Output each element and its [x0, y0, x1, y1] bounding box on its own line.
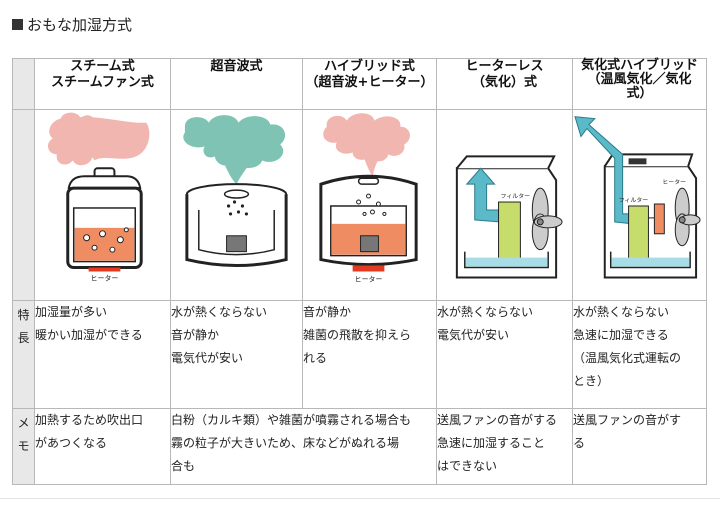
features-ultrasonic: 水が熱くならない 音が静か 電気代が安い	[170, 300, 303, 409]
memo-steam-2: があつくなる	[35, 436, 108, 450]
features-heaterless-2: 電気代が安い	[437, 328, 510, 342]
features-ultrasonic-3: 電気代が安い	[171, 351, 244, 365]
hybrid-steam-cloud	[323, 113, 410, 162]
features-steam: 加湿量が多い 暖かい加湿ができる	[34, 300, 171, 409]
header-vh-line2: （温風気化／気化	[587, 72, 692, 87]
features-vh-2: 急速に加湿できる	[573, 328, 669, 342]
steam-diagram: ヒーター	[34, 109, 171, 301]
heaterless-filter-label: フィルター	[501, 192, 531, 200]
features-steam-2: 暖かい加湿ができる	[35, 328, 143, 342]
vh-filter-label: フィルター	[619, 196, 649, 204]
features-hybrid: 音が静か 雑菌の飛散を抑えら れる	[302, 300, 437, 409]
features-ultrasonic-2: 音が静か	[171, 328, 220, 342]
features-steam-1: 加湿量が多い	[35, 305, 108, 319]
diagram-row-label	[12, 109, 35, 301]
memo-vaporization-hybrid: 送風ファンの音がす る	[572, 408, 707, 485]
header-hybrid-line2: （超音波+ヒーター）	[305, 75, 434, 90]
title-square-icon	[12, 19, 23, 30]
header-heaterless: ヒーターレス （気化）式	[436, 58, 573, 110]
memo-vh-2: る	[573, 436, 586, 450]
features-label-2: 長	[17, 331, 30, 345]
memo-steam-1: 加熱するため吹出口	[35, 413, 144, 427]
header-heaterless-line2: （気化）式	[471, 75, 537, 90]
ultrasonic-humidifier-icon	[183, 115, 288, 267]
memo-ultrasonic-hybrid: 白粉（カルキ類）や雑菌が噴霧される場合も 霧の粒子が大きいため、床などがぬれる場…	[170, 408, 437, 485]
vaporization-hybrid-diagram: ヒーター フィルター	[572, 109, 707, 301]
memo-row: メ モ 加熱するため吹出口 があつくなる 白粉（カルキ類）や雑菌が噴霧される場合…	[12, 408, 707, 485]
humidifier-comparison-table: スチーム式 スチームファン式 超音波式 ハイブリッド式 （超音波+ヒーター） ヒ…	[12, 58, 707, 485]
features-label-1: 特	[17, 308, 30, 322]
header-corner	[12, 58, 35, 110]
features-label: 特 長	[12, 300, 35, 409]
steam-heater-label: ヒーター	[91, 273, 119, 282]
page-title: おもな加湿方式	[12, 14, 132, 35]
hybrid-humidifier-icon: ヒーター	[319, 113, 418, 283]
memo-label-2: モ	[17, 439, 30, 453]
bottom-divider	[0, 498, 720, 499]
header-vaporization-hybrid: 気化式ハイブリッド （温風気化／気化 式）	[572, 58, 707, 110]
memo-label-1: メ	[17, 416, 30, 430]
memo-heaterless-3: はできない	[437, 459, 498, 473]
header-vh-line1: 気化式ハイブリッド	[581, 58, 698, 73]
memo-label: メ モ	[12, 408, 35, 485]
header-row: スチーム式 スチームファン式 超音波式 ハイブリッド式 （超音波+ヒーター） ヒ…	[12, 58, 707, 110]
vaporization-hybrid-humidifier-icon: ヒーター フィルター	[574, 116, 701, 279]
header-steam: スチーム式 スチームファン式	[34, 58, 171, 110]
heaterless-humidifier-icon: フィルター	[455, 155, 563, 279]
header-vh-line3: 式）	[626, 86, 653, 101]
features-vh-1: 水が熱くならない	[573, 305, 670, 319]
features-vh-4: とき）	[573, 374, 610, 388]
hybrid-diagram: ヒーター	[302, 109, 437, 301]
header-steam-line2: スチームファン式	[51, 75, 154, 90]
vh-heater-label: ヒーター	[662, 178, 686, 186]
memo-ultrasonic-1: 白粉（カルキ類）や雑菌が噴霧される場合も	[171, 413, 412, 427]
features-vaporization-hybrid: 水が熱くならない 急速に加湿できる （温風気化式運転の とき）	[572, 300, 707, 409]
header-ultrasonic: 超音波式	[170, 58, 303, 110]
steam-humidifier-icon: ヒーター	[47, 112, 150, 282]
features-heaterless-1: 水が熱くならない	[437, 305, 534, 319]
memo-heaterless-1: 送風ファンの音がする	[437, 413, 558, 427]
page-title-text: おもな加湿方式	[27, 16, 133, 34]
memo-vh-1: 送風ファンの音がす	[573, 413, 682, 427]
mist-cloud	[183, 115, 286, 169]
header-steam-line1: スチーム式	[70, 59, 135, 74]
ultrasonic-diagram	[170, 109, 303, 301]
features-hybrid-1: 音が静か	[303, 305, 352, 319]
memo-heaterless: 送風ファンの音がする 急速に加湿すること はできない	[436, 408, 573, 485]
heaterless-diagram: フィルター	[436, 109, 573, 301]
features-vh-3: （温風気化式運転の	[573, 351, 682, 365]
memo-ultrasonic-3: 合も	[171, 459, 196, 473]
diagram-row: ヒーター	[12, 109, 707, 301]
header-ultrasonic-line1: 超音波式	[210, 59, 263, 74]
header-hybrid-line1: ハイブリッド式	[324, 59, 415, 74]
hybrid-heater-label: ヒーター	[355, 274, 383, 283]
features-hybrid-3: れる	[303, 351, 328, 365]
memo-heaterless-2: 急速に加湿すること	[437, 436, 546, 450]
header-hybrid: ハイブリッド式 （超音波+ヒーター）	[302, 58, 437, 110]
features-heaterless: 水が熱くならない 電気代が安い	[436, 300, 573, 409]
features-hybrid-2: 雑菌の飛散を抑えら	[303, 328, 412, 342]
features-ultrasonic-1: 水が熱くならない	[171, 305, 268, 319]
features-row: 特 長 加湿量が多い 暖かい加湿ができる 水が熱くならない 音が静か 電気代が安…	[12, 300, 707, 409]
header-heaterless-line1: ヒーターレス	[465, 59, 544, 74]
memo-ultrasonic-2: 霧の粒子が大きいため、床などがぬれる場	[171, 436, 400, 450]
memo-steam: 加熱するため吹出口 があつくなる	[34, 408, 171, 485]
